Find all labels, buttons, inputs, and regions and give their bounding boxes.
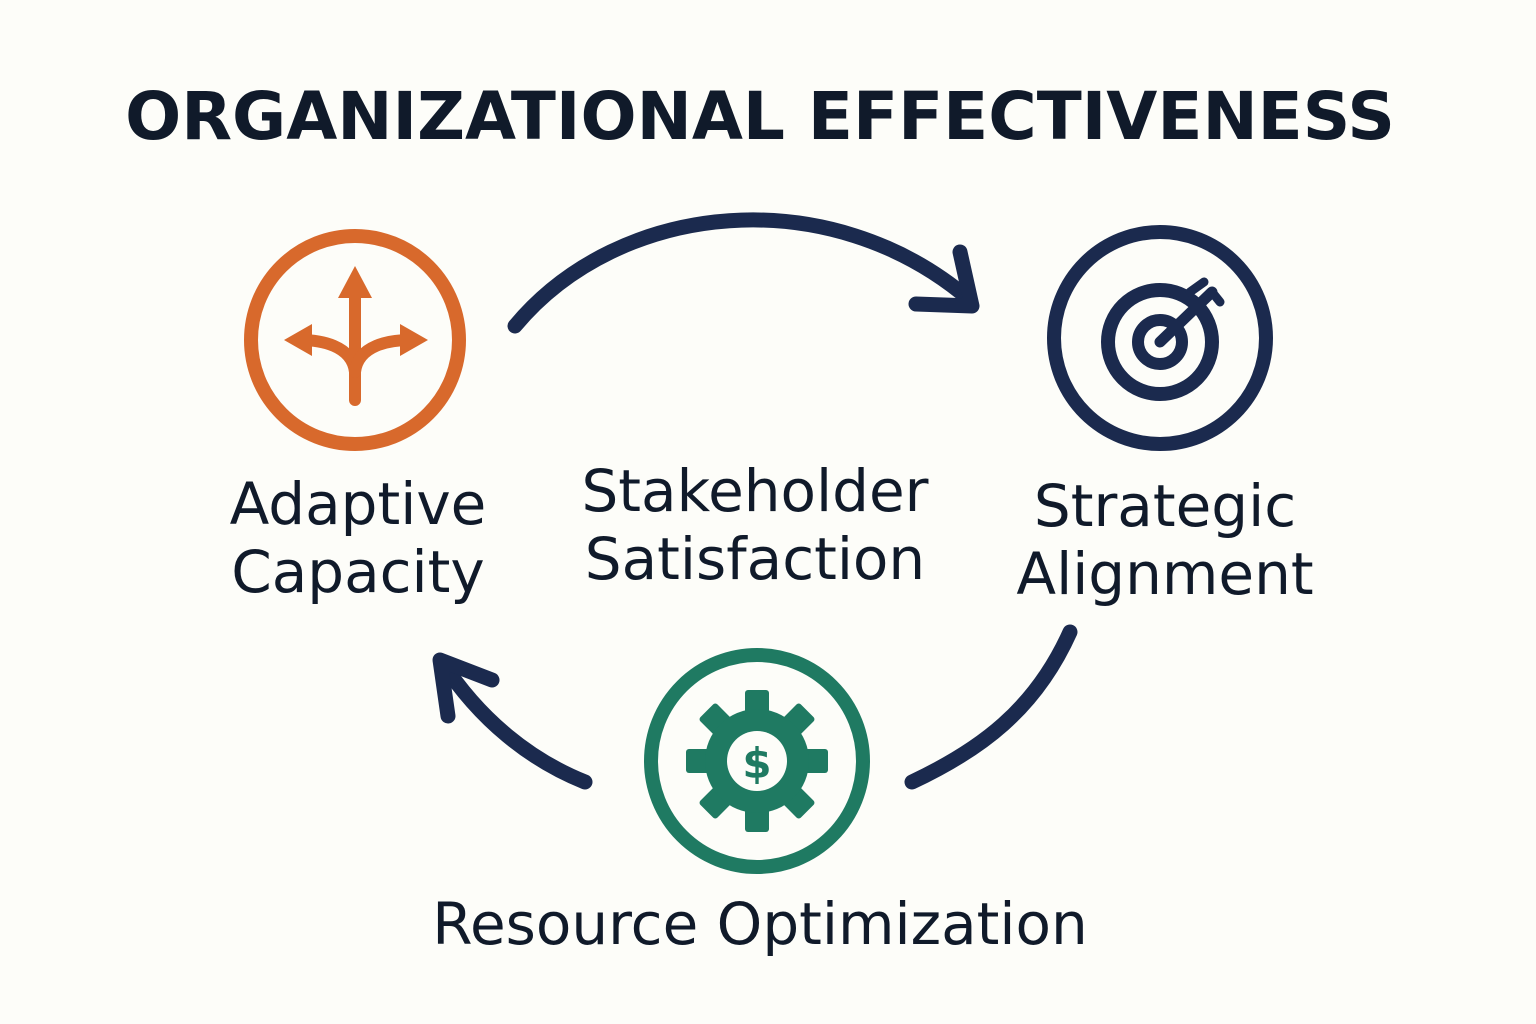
label-line: Resource Optimization	[432, 890, 1088, 958]
strategic-alignment-node	[1047, 225, 1273, 451]
diverging-arrows-icon	[294, 286, 416, 406]
adaptive-circle	[244, 229, 466, 451]
label-line: Alignment	[1016, 540, 1314, 608]
arrowheads	[284, 266, 428, 356]
label-strategic-alignment: Strategic Alignment	[1000, 472, 1330, 608]
label-stakeholder-satisfaction: Stakeholder Satisfaction	[540, 457, 970, 593]
resource-circle	[644, 648, 870, 874]
label-line: Stakeholder	[581, 457, 929, 525]
label-line: Adaptive	[229, 470, 487, 538]
arrow-adaptive-to-strategic	[507, 212, 980, 334]
label-resource-optimization: Resource Optimization	[380, 890, 1140, 958]
adaptive-capacity-node	[244, 229, 466, 451]
dollar-icon: $	[742, 739, 771, 788]
label-line: Strategic	[1033, 472, 1297, 540]
label-line: Satisfaction	[584, 525, 926, 593]
label-adaptive-capacity: Adaptive Capacity	[198, 470, 518, 606]
target-icon	[1101, 277, 1225, 401]
resource-optimization-node: $	[644, 648, 870, 874]
label-line: Capacity	[231, 538, 485, 606]
strategic-circle	[1047, 225, 1273, 451]
gear-dollar-icon: $	[686, 690, 828, 832]
arrow-strategic-to-resource	[904, 624, 1078, 790]
diagram-title: ORGANIZATIONAL EFFECTIVENESS	[125, 78, 1395, 155]
arrow-resource-to-adaptive	[432, 652, 593, 790]
